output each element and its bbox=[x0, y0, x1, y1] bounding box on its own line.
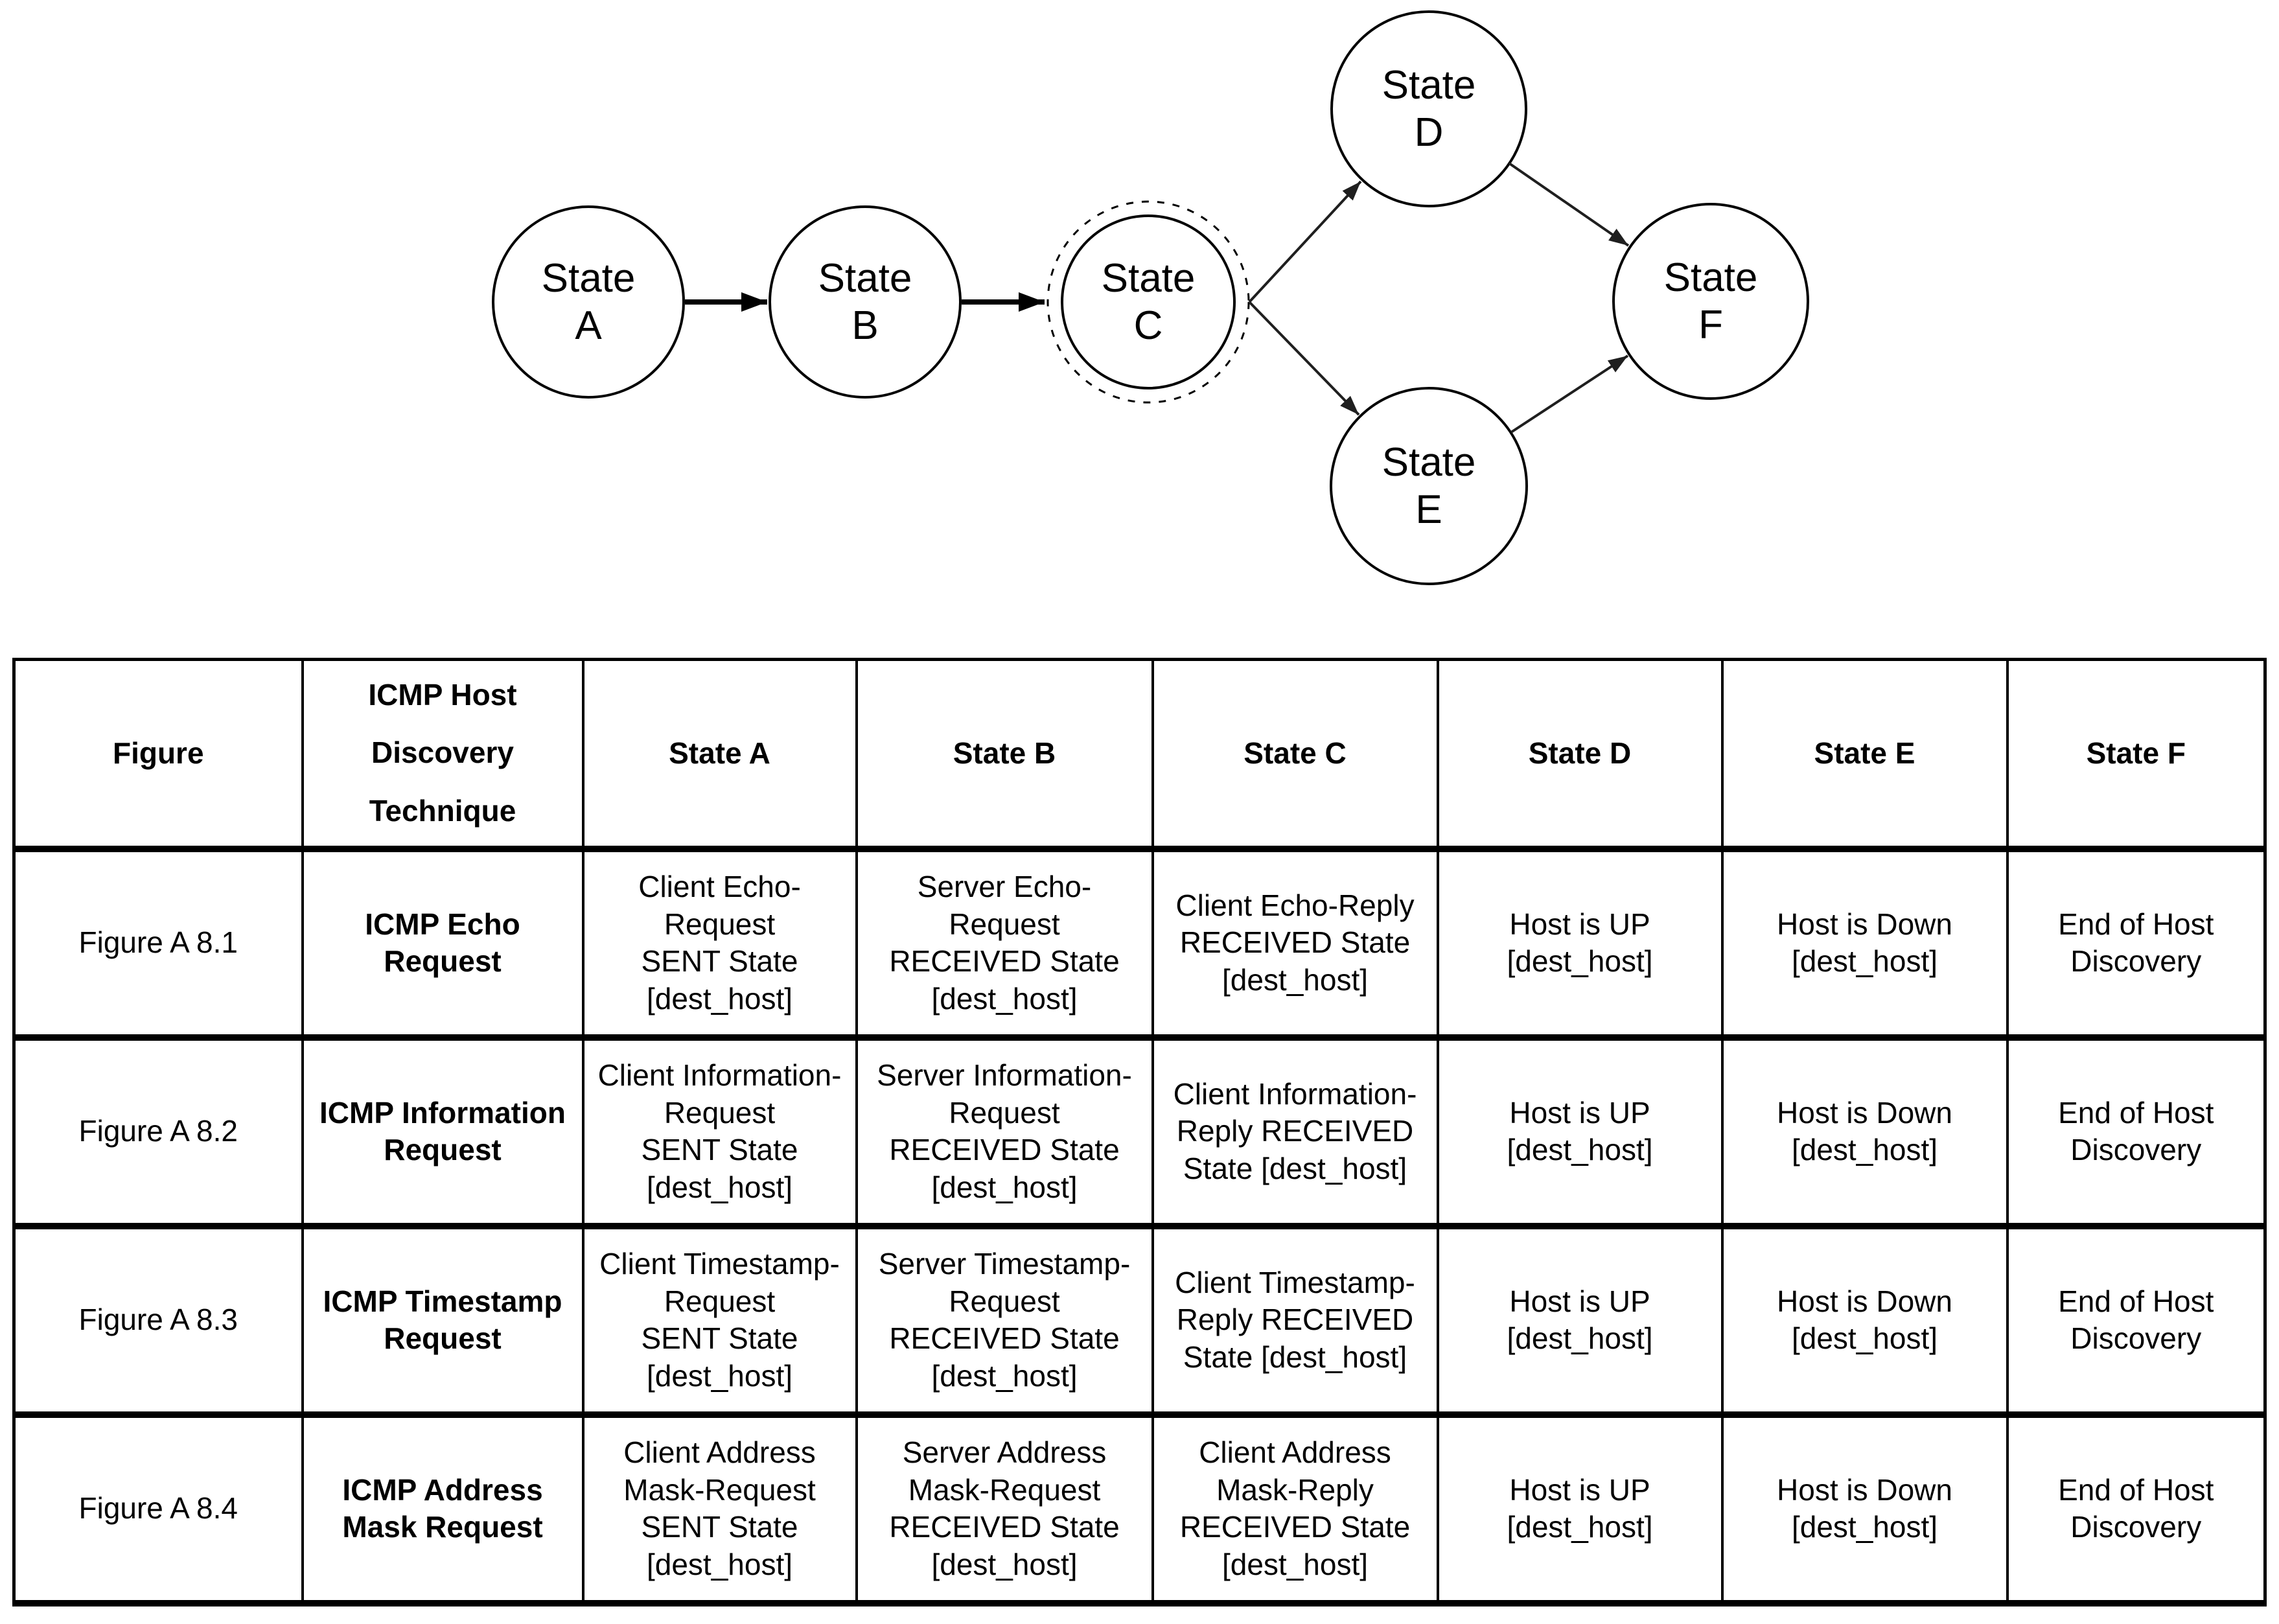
state-e-cell: Host is Down [dest_host] bbox=[1720, 1034, 2009, 1229]
edge-e-f bbox=[1510, 354, 1629, 434]
state-d-cell: Host is UP [dest_host] bbox=[1436, 845, 1724, 1041]
state-c-cell: Client Address Mask-Reply RECEIVED State… bbox=[1151, 1411, 1439, 1607]
table-row: Figure A 8.2 ICMP Information Request Cl… bbox=[12, 1034, 2267, 1229]
state-a-cell: Client Echo- Request SENT State [dest_ho… bbox=[581, 845, 858, 1041]
header-state-b: State B bbox=[855, 658, 1154, 852]
table-row: Figure A 8.3 ICMP Timestamp Request Clie… bbox=[12, 1222, 2267, 1418]
state-b-cell: Server Echo- Request RECEIVED State [des… bbox=[855, 845, 1154, 1041]
state-diagram-canvas bbox=[492, 10, 1809, 585]
state-f-cell: End of Host Discovery bbox=[2006, 1411, 2267, 1607]
state-c-cell: Client Information- Reply RECEIVED State… bbox=[1151, 1034, 1439, 1229]
figure-cell: Figure A 8.1 bbox=[12, 845, 304, 1041]
state-a-cell: Client Timestamp- Request SENT State [de… bbox=[581, 1222, 858, 1418]
figure-cell: Figure A 8.2 bbox=[12, 1034, 304, 1229]
state-a-circle bbox=[492, 205, 685, 399]
state-e-cell: Host is Down [dest_host] bbox=[1720, 1222, 2009, 1418]
header-state-a: State A bbox=[581, 658, 858, 852]
state-e-cell: Host is Down [dest_host] bbox=[1720, 845, 2009, 1041]
state-d-circle bbox=[1330, 10, 1527, 207]
table-header-row: Figure ICMP Host Discovery Technique Sta… bbox=[12, 658, 2267, 852]
technique-cell: ICMP Echo Request bbox=[301, 845, 584, 1041]
state-f-cell: End of Host Discovery bbox=[2006, 845, 2267, 1041]
edge-c-e bbox=[1248, 301, 1360, 416]
state-b-cell: Server Address Mask-Request RECEIVED Sta… bbox=[855, 1411, 1154, 1607]
edge-d-f bbox=[1508, 162, 1630, 247]
state-b-circle bbox=[769, 205, 962, 399]
table-row: Figure A 8.1 ICMP Echo Request Client Ec… bbox=[12, 845, 2267, 1041]
state-f-label: State F bbox=[1663, 255, 1758, 347]
technique-cell: ICMP Address Mask Request bbox=[301, 1411, 584, 1607]
state-d-cell: Host is UP [dest_host] bbox=[1436, 1222, 1724, 1418]
technique-cell: ICMP Timestamp Request bbox=[301, 1222, 584, 1418]
state-c-circle bbox=[1061, 215, 1236, 389]
icmp-host-discovery-table: Figure ICMP Host Discovery Technique Sta… bbox=[12, 658, 2267, 1607]
state-a-cell: Client Information- Request SENT State [… bbox=[581, 1034, 858, 1229]
header-figure: Figure bbox=[12, 658, 304, 852]
state-c-cell: Client Echo-Reply RECEIVED State [dest_h… bbox=[1151, 845, 1439, 1041]
state-e-label: State E bbox=[1382, 439, 1476, 532]
header-state-c: State C bbox=[1151, 658, 1439, 852]
state-b-label: State B bbox=[818, 255, 912, 348]
state-c-dashed-ring bbox=[1047, 200, 1250, 404]
state-f-cell: End of Host Discovery bbox=[2006, 1222, 2267, 1418]
state-f-circle bbox=[1612, 203, 1809, 400]
header-state-e: State E bbox=[1720, 658, 2009, 852]
state-d-label: State D bbox=[1382, 62, 1476, 155]
header-technique: ICMP Host Discovery Technique bbox=[301, 658, 584, 852]
state-b-cell: Server Information- Request RECEIVED Sta… bbox=[855, 1034, 1154, 1229]
state-f-cell: End of Host Discovery bbox=[2006, 1034, 2267, 1229]
edge-c-d bbox=[1248, 180, 1362, 303]
state-c-cell: Client Timestamp- Reply RECEIVED State [… bbox=[1151, 1222, 1439, 1418]
state-e-circle bbox=[1330, 387, 1528, 585]
state-c-label: State C bbox=[1101, 255, 1196, 348]
table-row: Figure A 8.4 ICMP Address Mask Request C… bbox=[12, 1411, 2267, 1607]
state-diagram: State A State B State C State D State E … bbox=[0, 0, 2279, 655]
state-d-cell: Host is UP [dest_host] bbox=[1436, 1411, 1724, 1607]
header-state-d: State D bbox=[1436, 658, 1724, 852]
technique-cell: ICMP Information Request bbox=[301, 1034, 584, 1229]
state-d-cell: Host is UP [dest_host] bbox=[1436, 1034, 1724, 1229]
state-b-cell: Server Timestamp- Request RECEIVED State… bbox=[855, 1222, 1154, 1418]
figure-cell: Figure A 8.3 bbox=[12, 1222, 304, 1418]
header-state-f: State F bbox=[2006, 658, 2267, 852]
state-a-label: State A bbox=[541, 255, 636, 348]
state-a-cell: Client Address Mask-Request SENT State [… bbox=[581, 1411, 858, 1607]
figure-cell: Figure A 8.4 bbox=[12, 1411, 304, 1607]
state-e-cell: Host is Down [dest_host] bbox=[1720, 1411, 2009, 1607]
